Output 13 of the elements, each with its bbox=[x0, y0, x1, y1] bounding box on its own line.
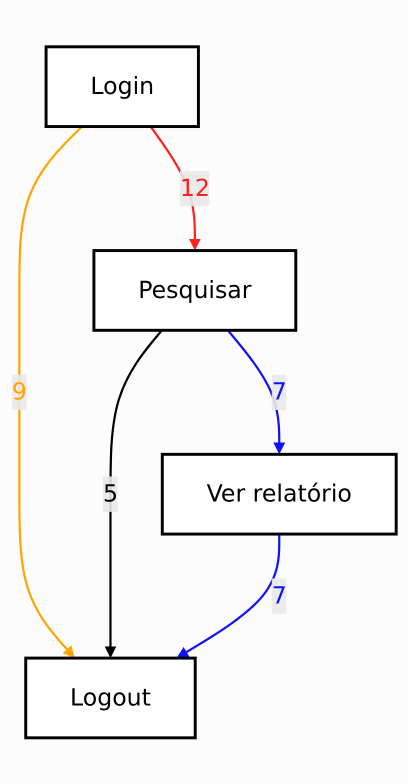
arrow bbox=[176, 534, 280, 658]
edge-label: 9 bbox=[12, 377, 27, 406]
edge-label: 12 bbox=[180, 173, 210, 202]
arrow bbox=[104, 329, 163, 658]
arrow bbox=[18, 125, 83, 658]
node-box: Login bbox=[44, 45, 200, 128]
edge-label: 5 bbox=[102, 479, 118, 508]
arrow bbox=[227, 329, 286, 454]
node-box: Logout bbox=[24, 656, 197, 739]
node-box: Pesquisar bbox=[92, 248, 298, 332]
node-box: Ver relatório bbox=[160, 452, 398, 536]
edge-label: 7 bbox=[272, 377, 287, 406]
edge-label: 7 bbox=[272, 580, 287, 610]
